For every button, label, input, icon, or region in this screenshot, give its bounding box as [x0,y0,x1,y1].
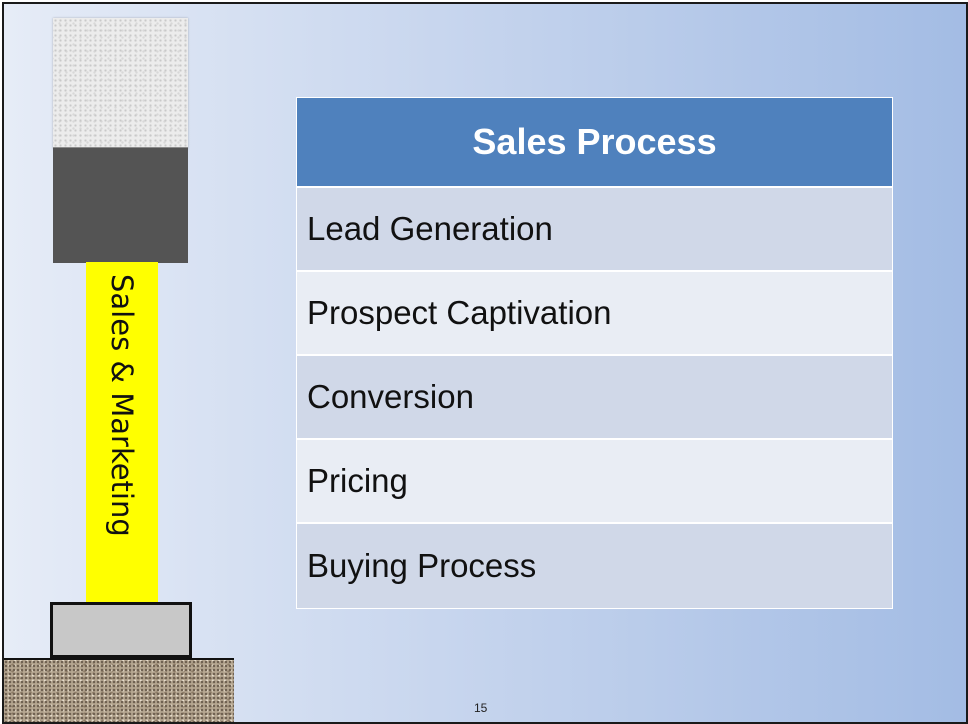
pillar-base [50,602,192,658]
pillar-capital-block [53,147,188,263]
sales-process-table: Sales Process Lead Generation Prospect C… [296,97,893,609]
table-row: Pricing [297,440,892,524]
pillar-shaft: Sales & Marketing [86,262,158,602]
table-row: Conversion [297,356,892,440]
table-header: Sales Process [297,98,892,188]
ground [4,658,234,722]
page-number: 15 [474,701,488,715]
table-row: Lead Generation [297,188,892,272]
pillar-label: Sales & Marketing [105,274,139,537]
pillar-capital-top [53,18,188,149]
table-row: Prospect Captivation [297,272,892,356]
table-row: Buying Process [297,524,892,608]
